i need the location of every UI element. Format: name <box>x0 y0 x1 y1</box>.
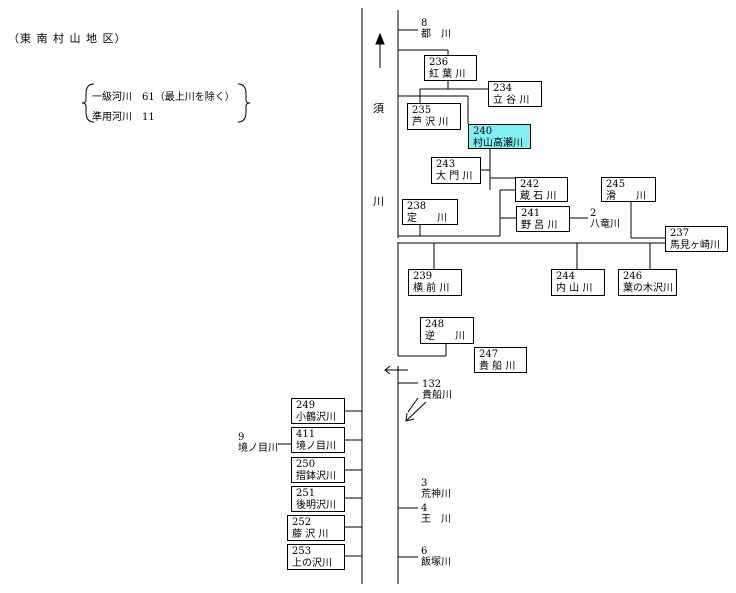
river-label-2: 2 八竜川 <box>590 208 620 230</box>
river-label-6: 6 飯塚川 <box>421 546 451 568</box>
legend-right-brace <box>237 83 251 123</box>
flow-down-left-arrow <box>405 397 427 422</box>
main-river-label-2: 川 <box>373 195 384 208</box>
river-label-4: 4 王 川 <box>421 503 451 525</box>
main-river-label-1: 須 <box>373 102 384 115</box>
flow-up-arrow <box>375 32 385 68</box>
legend-row-quasi: 準用河川 11 <box>92 112 155 123</box>
region-label: （東 南 村 山 地 区） <box>8 32 127 45</box>
legend-row-class1: 一級河川 61（最上川を除く） <box>92 92 235 103</box>
river-label-8: 8 都 川 <box>421 18 451 40</box>
legend: 一級河川 61（最上川を除く） 準用河川 11 <box>92 88 235 128</box>
river-label-3: 3 荒神川 <box>421 478 451 500</box>
river-label-9: 9 境ノ目川 <box>238 432 278 454</box>
flow-left-arrow <box>384 365 408 375</box>
river-label-132: 132 貴船川 <box>422 379 452 401</box>
legend-left-brace <box>81 83 95 123</box>
